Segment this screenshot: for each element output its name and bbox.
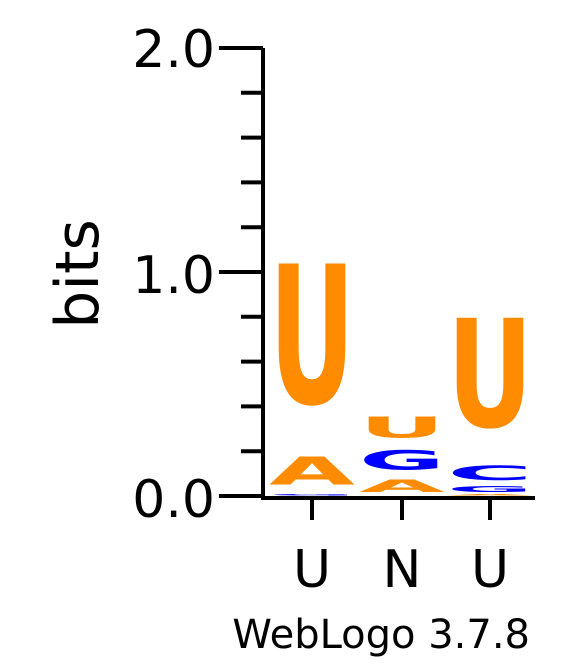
logo-letter-G-pos3: G — [447, 485, 533, 494]
logo-letter-U-pos3: U — [447, 288, 533, 462]
logo-letter-A-pos3: A — [447, 494, 533, 496]
x-ticks — [310, 500, 492, 520]
y-tick-label-1: 1.0 — [132, 246, 215, 306]
logo-letter-U-pos1: U — [269, 226, 355, 449]
logo-letter-G-pos2: G — [359, 445, 445, 476]
logo-letter-C-pos3: C — [447, 462, 533, 484]
position-label-1: U — [293, 540, 331, 600]
y-tick-label-2: 2.0 — [132, 20, 215, 80]
y-tick-labels: 0.0 1.0 2.0 — [132, 20, 215, 530]
logo-letter-U-pos2: U — [359, 411, 445, 444]
y-axis-title: bits — [43, 219, 113, 329]
position-label-2: N — [383, 540, 422, 600]
y-tick-label-0: 0.0 — [132, 470, 215, 530]
logo-letter-G-pos1: G — [269, 494, 355, 496]
footer-credit: WebLogo 3.7.8 — [232, 612, 530, 658]
logo-letter-A-pos2: A — [359, 476, 446, 496]
logo-letter-A-pos1: A — [269, 449, 355, 494]
position-labels: U N U — [293, 540, 509, 600]
position-label-3: U — [471, 540, 509, 600]
y-ticks — [219, 46, 263, 498]
